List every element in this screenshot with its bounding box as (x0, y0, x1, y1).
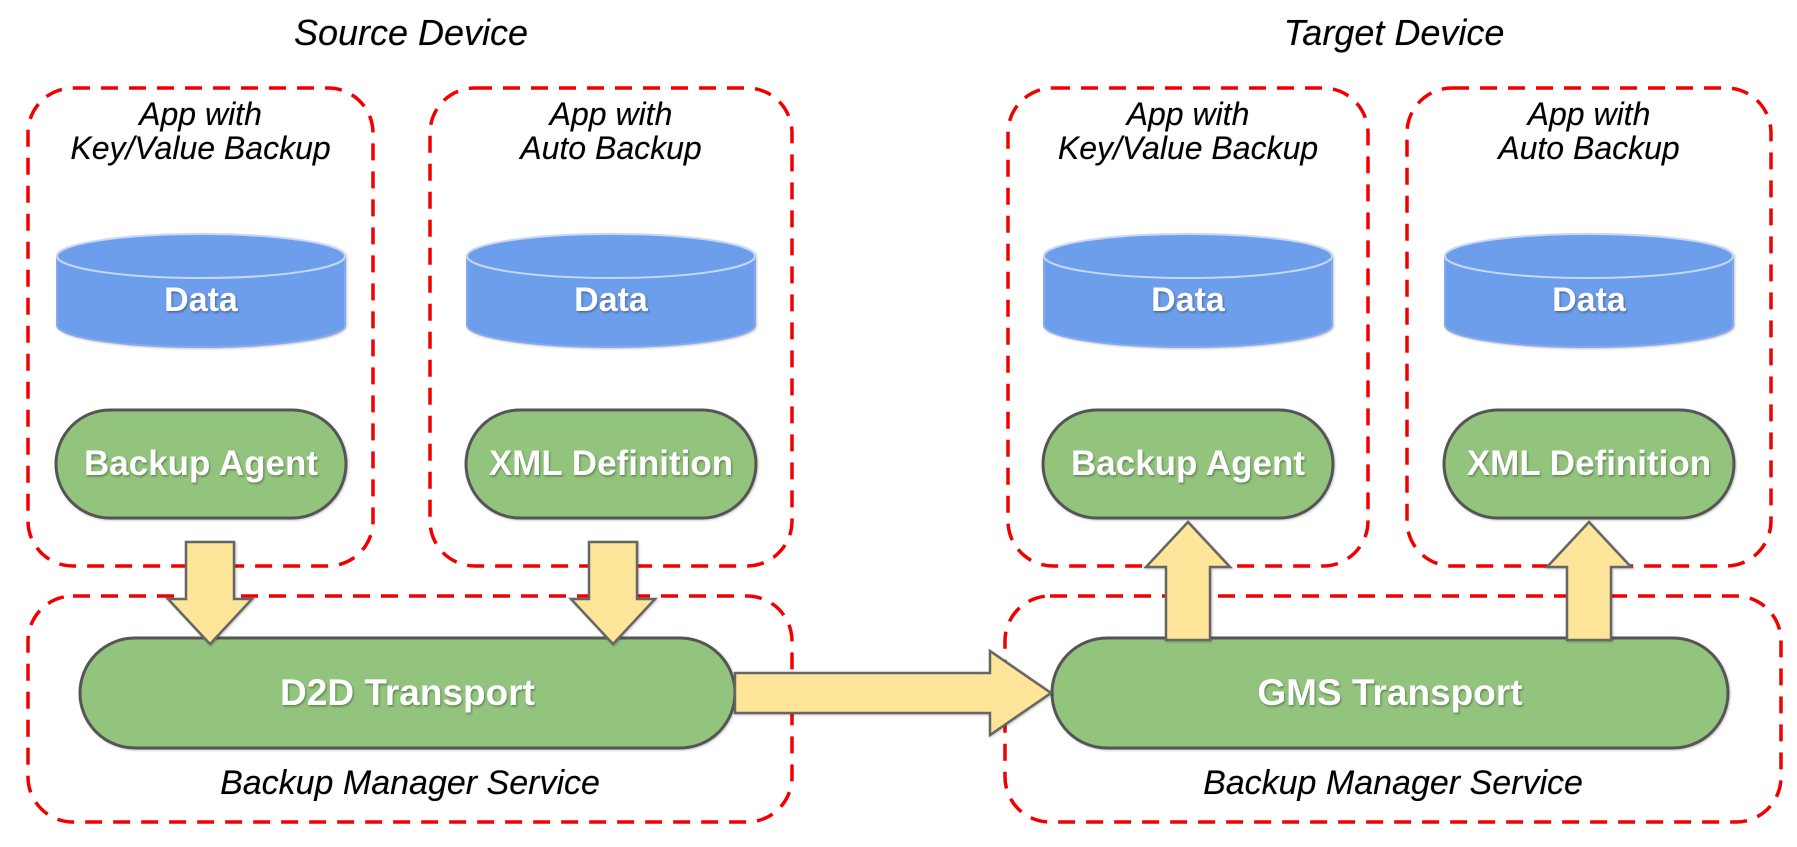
arrow-gms-to-backup-agent (1143, 520, 1233, 642)
target-keyvalue-data-label: Data (1151, 280, 1225, 319)
app-label-line2: Key/Value Backup (70, 129, 331, 166)
source-keyvalue-data-cylinder (56, 233, 346, 348)
target-xml-definition-pill (1442, 408, 1736, 520)
arrow-backup-agent-to-d2d (165, 540, 255, 646)
source-keyvalue-app-label: App with Key/Value Backup (28, 96, 373, 166)
source-keyvalue-data-label: Data (164, 280, 238, 319)
d2d-transport-label: D2D Transport (280, 672, 535, 713)
app-label-line2: Auto Backup (520, 129, 702, 166)
target-backup-manager-service-label: Backup Manager Service (1203, 764, 1583, 802)
target-keyvalue-data-cylinder (1043, 233, 1333, 348)
app-label-line1: App with (1527, 96, 1651, 132)
source-device-title: Source Device (293, 12, 529, 53)
target-autobackup-data-cylinder (1444, 233, 1734, 348)
target-autobackup-app-label: App with Auto Backup (1407, 96, 1771, 166)
source-xml-definition-label: XML Definition (488, 444, 734, 483)
arrow-xml-definition-to-d2d (568, 540, 658, 646)
target-keyvalue-app-label: App with Key/Value Backup (1008, 96, 1368, 166)
source-autobackup-data-label: Data (574, 280, 648, 319)
source-autobackup-data-cylinder (466, 233, 756, 348)
source-autobackup-app-label: App with Auto Backup (430, 96, 792, 166)
app-label-line2: Key/Value Backup (1057, 129, 1319, 166)
arrow-d2d-to-gms (733, 648, 1054, 738)
target-autobackup-data-label: Data (1552, 280, 1626, 319)
gms-transport-label: GMS Transport (1257, 672, 1523, 713)
source-backup-manager-service-label: Backup Manager Service (220, 764, 600, 802)
target-backup-manager-service-box (1003, 594, 1783, 824)
arrow-gms-to-xml-definition (1544, 520, 1634, 642)
source-backup-agent-pill (54, 408, 348, 520)
target-xml-definition-label: XML Definition (1466, 444, 1712, 483)
target-backup-agent-pill (1041, 408, 1335, 520)
source-xml-definition-pill (464, 408, 758, 520)
target-backup-agent-label: Backup Agent (1070, 444, 1305, 483)
target-device-title: Target Device (1283, 12, 1505, 53)
source-backup-agent-label: Backup Agent (83, 444, 318, 483)
app-label-line2: Auto Backup (1498, 129, 1680, 166)
app-label-line1: App with (549, 96, 673, 132)
app-label-line1: App with (1126, 96, 1250, 132)
app-label-line1: App with (139, 96, 262, 132)
